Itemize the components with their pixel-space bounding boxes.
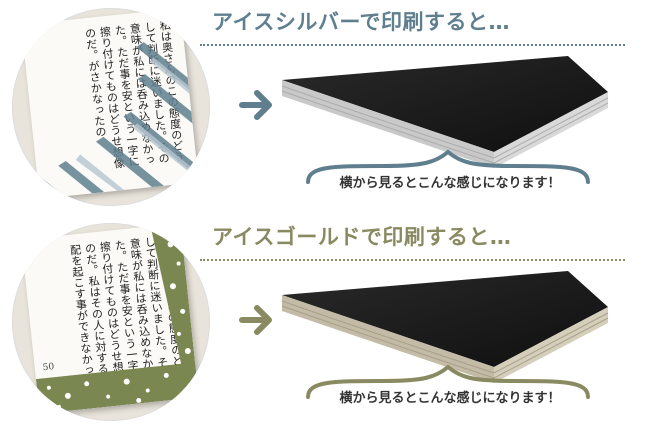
silver-arrow-icon xyxy=(239,90,272,120)
gold-caption: 横から見るとこんな感じになります！ xyxy=(339,391,561,406)
silver-slab-illustration xyxy=(281,56,609,168)
silver-book-page: 私は奥さんのこの態度のどうして判断に迷いました。その意味が私には呑み込めなかった… xyxy=(21,8,199,199)
gold-panel: アイスゴールドで印刷すると… 私は奥さんのこの態度のどうして判断に迷いました。そ… xyxy=(0,215,650,430)
gold-page-number: 50 xyxy=(42,362,55,374)
silver-heading: アイスシルバーで印刷すると… xyxy=(212,10,511,34)
silver-brace-icon xyxy=(306,149,590,184)
gold-slab-illustration xyxy=(281,271,609,383)
gold-arrow-icon xyxy=(239,305,272,335)
silver-panel: アイスシルバーで印刷すると… 私は奥さんのこの態度のどうして判断に迷いました。そ… xyxy=(12,8,625,206)
gold-brace-icon xyxy=(306,364,590,399)
gold-dotted-divider xyxy=(200,259,625,261)
gold-book-page: 私は奥さんのこの態度のどうして判断に迷いました。その意味が私には呑み込めなかった… xyxy=(21,223,199,414)
gold-book-photo: 私は奥さんのこの態度のどうして判断に迷いました。その意味が私には呑み込めなかった… xyxy=(12,223,210,421)
silver-caption: 横から見るとこんな感じになります！ xyxy=(339,176,561,191)
silver-book-photo: 私は奥さんのこの態度のどうして判断に迷いました。その意味が私には呑み込めなかった… xyxy=(12,8,210,206)
gold-dot-pattern xyxy=(35,223,199,414)
silver-stripe-pattern xyxy=(36,8,199,198)
gold-heading: アイスゴールドで印刷すると… xyxy=(212,225,512,249)
silver-dotted-divider xyxy=(200,44,625,46)
